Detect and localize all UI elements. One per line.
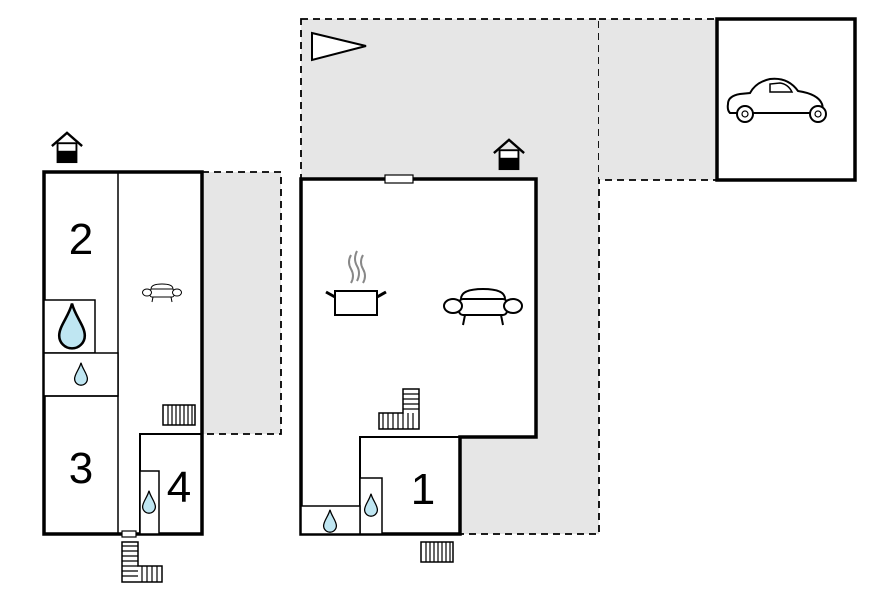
cooking-pot-icon bbox=[325, 250, 387, 316]
left-bottom-door bbox=[121, 530, 137, 538]
driveway bbox=[599, 18, 718, 181]
radiator-icon bbox=[420, 541, 454, 563]
staircase-icon bbox=[121, 541, 163, 583]
main-window bbox=[384, 174, 414, 184]
room-number-1: 1 bbox=[411, 465, 435, 514]
pennant-flag-icon bbox=[311, 31, 367, 62]
car-icon bbox=[726, 77, 827, 123]
left-terrace bbox=[201, 171, 282, 435]
room-number-2: 2 bbox=[69, 215, 93, 264]
house-entrance-icon bbox=[50, 131, 84, 164]
room-number-3: 3 bbox=[69, 444, 93, 493]
radiator-icon bbox=[162, 404, 196, 426]
room-number-4: 4 bbox=[167, 463, 191, 512]
